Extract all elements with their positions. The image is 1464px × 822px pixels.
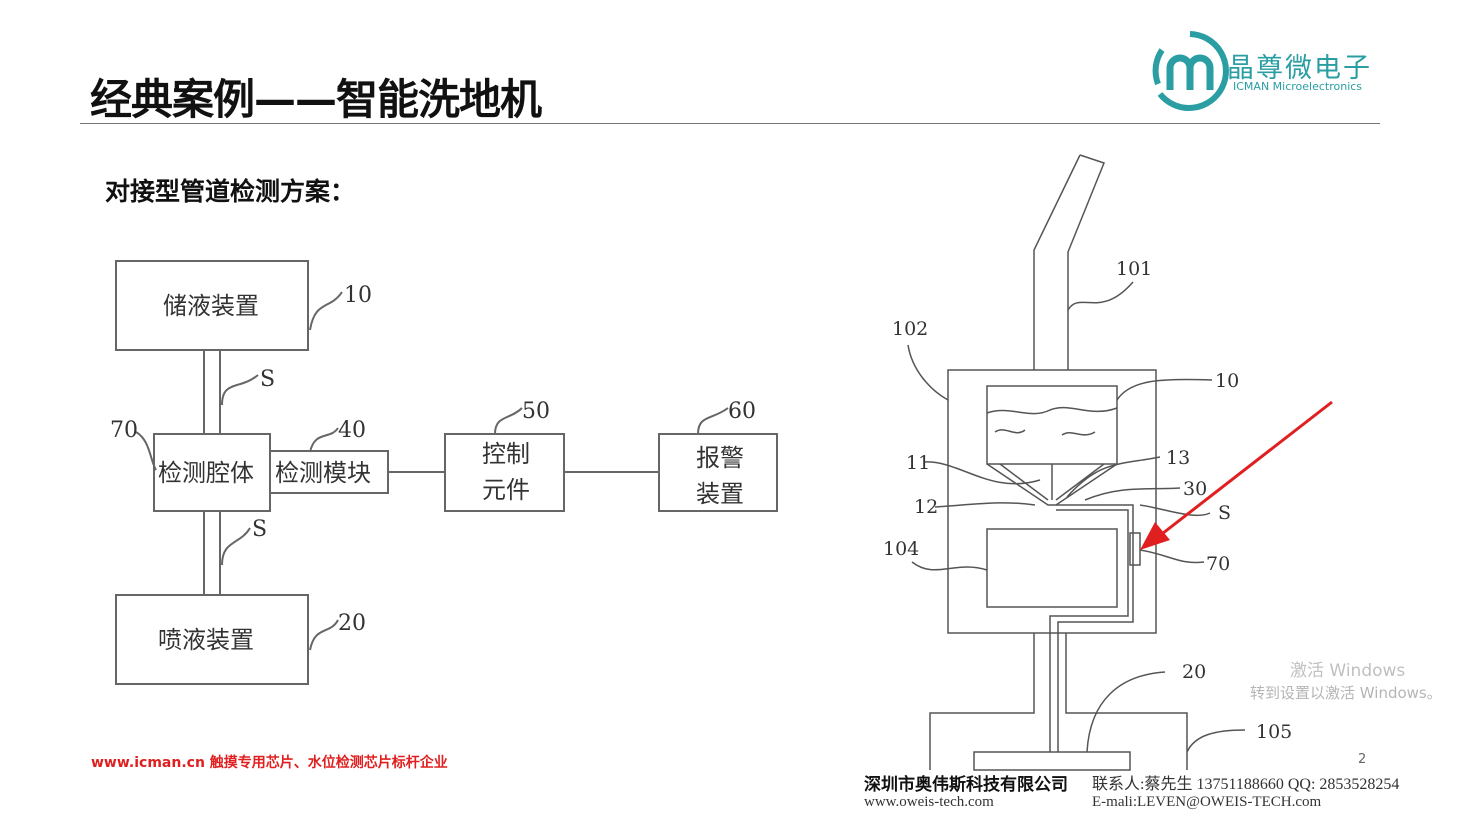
- activation-watermark-text: 转到设置以激活 Windows。: [1250, 684, 1442, 702]
- ref-40: 40: [338, 418, 366, 443]
- ref-104: 104: [883, 538, 919, 560]
- ref-m10: 10: [1215, 370, 1239, 392]
- page-number: 2: [1358, 752, 1367, 767]
- slide-title: 经典案例——智能洗地机: [90, 75, 542, 124]
- ref-m20: 20: [1182, 661, 1206, 683]
- ref-50: 50: [522, 399, 550, 424]
- company-name: 深圳市奥伟斯科技有限公司: [864, 775, 1068, 795]
- company-email: E-mali:LEVEN@OWEIS-TECH.com: [1092, 794, 1322, 810]
- title-divider: [80, 123, 1380, 124]
- logo-text-en: ICMAN Microelectronics: [1233, 80, 1363, 93]
- control-label-2: 元件: [482, 476, 530, 504]
- module-label: 检测模块: [275, 459, 371, 487]
- logo-text-cn: 晶尊微电子: [1227, 53, 1372, 84]
- ref-10: 10: [344, 283, 372, 308]
- ref-m70: 70: [1206, 553, 1230, 575]
- storage-label: 储液装置: [163, 292, 259, 320]
- ref-s2: S: [252, 517, 267, 542]
- alarm-label-1: 报警: [696, 444, 744, 472]
- activation-watermark-title: 激活 Windows: [1290, 661, 1406, 681]
- ref-70: 70: [110, 418, 138, 443]
- slide-subtitle: 对接型管道检测方案：: [105, 177, 356, 206]
- ref-13: 13: [1166, 447, 1190, 469]
- spray-label: 喷液装置: [158, 626, 254, 654]
- red-arrow-icon: [1140, 400, 1333, 550]
- ref-105: 105: [1256, 721, 1292, 743]
- machine-diagram: [907, 154, 1246, 771]
- ref-12: 12: [914, 496, 938, 518]
- ref-101: 101: [1116, 258, 1152, 280]
- ref-60: 60: [728, 399, 756, 424]
- company-website: www.oweis-tech.com: [864, 794, 994, 810]
- spray-box: [115, 594, 309, 685]
- ref-11: 11: [906, 452, 930, 474]
- alarm-label-2: 装置: [696, 480, 744, 508]
- ref-102: 102: [892, 318, 928, 340]
- control-label-1: 控制: [482, 440, 530, 468]
- ref-20: 20: [338, 611, 366, 636]
- storage-box: [115, 260, 309, 351]
- icman-logo-icon: [1152, 31, 1229, 111]
- ref-ms: S: [1218, 502, 1231, 524]
- block-diagram: [115, 260, 778, 685]
- contact-info: 联系人:蔡先生 13751188660 QQ: 2853528254: [1092, 776, 1400, 793]
- footer-website-link[interactable]: www.icman.cn 触摸专用芯片、水位检测芯片标杆企业: [91, 755, 448, 771]
- ref-s1: S: [260, 367, 275, 392]
- ref-30: 30: [1183, 478, 1207, 500]
- chamber-label: 检测腔体: [158, 459, 254, 487]
